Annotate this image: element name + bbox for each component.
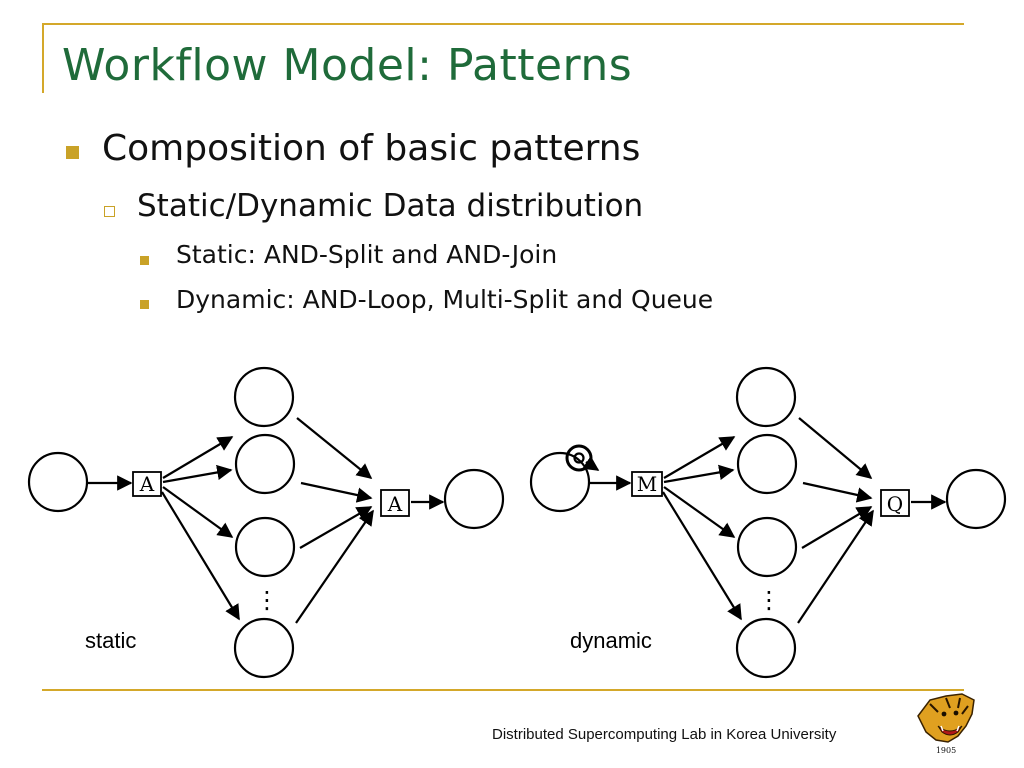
static-edge bbox=[162, 486, 234, 538]
static-task-node-3 bbox=[234, 516, 296, 578]
dynamic-split-label: M bbox=[637, 472, 657, 496]
dynamic-source-node bbox=[529, 451, 591, 513]
static-caption: static bbox=[85, 628, 136, 653]
static-join-label: A bbox=[387, 492, 403, 516]
static-task-node-2 bbox=[234, 433, 296, 495]
dynamic-split-box bbox=[631, 471, 663, 497]
dynamic-caption: dynamic bbox=[570, 628, 652, 653]
dynamic-task-node-2 bbox=[736, 433, 798, 495]
static-pattern bbox=[27, 366, 505, 679]
dynamic-join-box bbox=[880, 489, 910, 517]
dynamic-join-label: Q bbox=[887, 492, 903, 516]
dynamic-edge bbox=[663, 436, 736, 479]
static-edge bbox=[295, 509, 374, 624]
static-edge bbox=[162, 464, 233, 484]
bullet-level2: Static/Dynamic Data distribution bbox=[137, 188, 644, 224]
top-rule bbox=[42, 23, 964, 25]
dynamic-edge bbox=[663, 464, 735, 484]
dynamic-task-node-1 bbox=[735, 366, 797, 428]
bullet-square-icon bbox=[140, 256, 149, 265]
dynamic-task-node-4 bbox=[735, 617, 797, 679]
dynamic-ellipsis: ⋮ bbox=[757, 586, 781, 614]
static-edge bbox=[296, 417, 373, 479]
static-split-box bbox=[132, 471, 162, 497]
dynamic-edge bbox=[797, 509, 874, 624]
static-task-node-1 bbox=[233, 366, 295, 428]
logo-year: 1905 bbox=[936, 746, 956, 755]
static-sink-node bbox=[443, 468, 505, 530]
static-join-box bbox=[380, 489, 410, 517]
korea-university-tiger-logo: 1905 bbox=[917, 693, 975, 755]
dynamic-sink-node bbox=[945, 468, 1007, 530]
static-ellipsis: ⋮ bbox=[255, 586, 279, 614]
bullet-level3-dynamic: Dynamic: AND-Loop, Multi-Split and Queue bbox=[176, 285, 714, 314]
static-edge bbox=[300, 481, 373, 503]
loop-icon bbox=[565, 444, 593, 472]
dynamic-task-node-3 bbox=[736, 516, 798, 578]
bullet-hollow-square-icon bbox=[104, 206, 115, 217]
footer-text: Distributed Supercomputing Lab in Korea … bbox=[492, 726, 837, 743]
slide-title: Workflow Model: Patterns bbox=[62, 40, 633, 91]
static-source-node bbox=[27, 451, 89, 513]
bullet-level1: Composition of basic patterns bbox=[102, 128, 641, 169]
bullet-level3-static: Static: AND-Split and AND-Join bbox=[176, 240, 558, 269]
static-edge bbox=[162, 436, 234, 479]
static-split-label: A bbox=[139, 472, 155, 496]
dynamic-edge bbox=[663, 486, 736, 538]
bottom-rule bbox=[42, 689, 964, 691]
left-rule bbox=[42, 23, 44, 93]
static-task-node-4 bbox=[233, 617, 295, 679]
dynamic-pattern bbox=[529, 366, 1007, 679]
dynamic-edge bbox=[802, 481, 873, 503]
bullet-square-icon bbox=[140, 300, 149, 309]
bullet-square-icon bbox=[66, 146, 79, 159]
dynamic-edge bbox=[662, 491, 742, 621]
dynamic-edge bbox=[798, 417, 873, 479]
static-edge bbox=[161, 491, 240, 621]
